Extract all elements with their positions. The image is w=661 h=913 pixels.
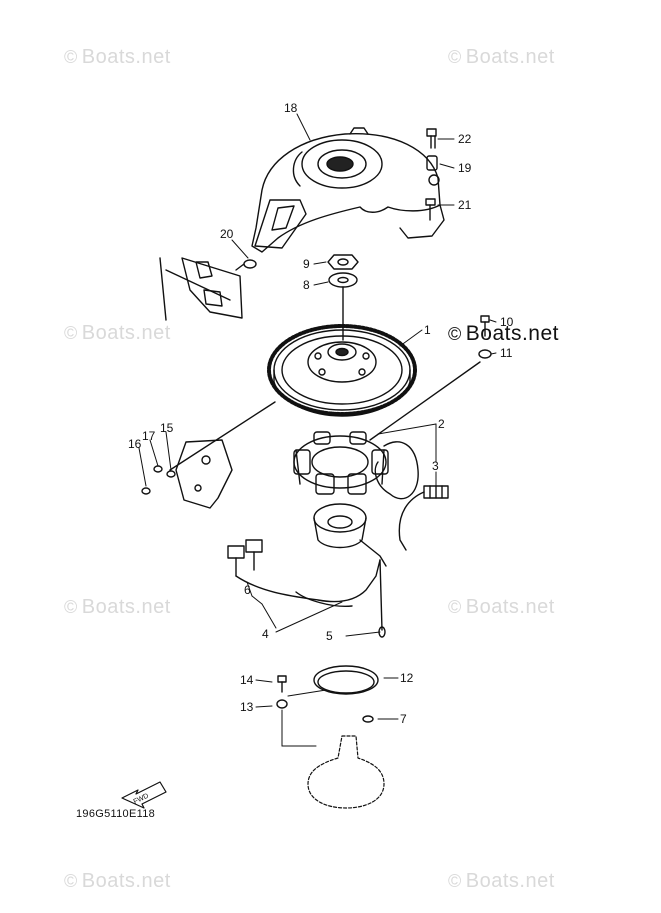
watermark: ©Boats.net [64, 870, 171, 893]
screw-20-part [235, 259, 257, 271]
callout-13: 13 [240, 700, 254, 714]
callout-2: 2 [438, 417, 445, 431]
watermark: ©Boats.net [64, 596, 171, 619]
watermark: ©Boats.net [448, 870, 555, 893]
copyright-symbol: © [64, 323, 78, 343]
bracket-part [159, 257, 243, 321]
callout-11: 11 [500, 346, 513, 360]
callout-10: 10 [500, 315, 514, 329]
watermark-text: Boats.net [465, 596, 555, 618]
callout-22: 22 [458, 132, 472, 146]
callout-17: 17 [142, 429, 156, 443]
callout-19: 19 [458, 161, 472, 175]
copyright-symbol: © [64, 871, 78, 891]
watermark-text: Boats.net [81, 870, 171, 892]
watermark: ©Boats.net [64, 46, 171, 69]
collar-19-part [426, 155, 438, 171]
watermark-text: Boats.net [465, 322, 559, 345]
watermark-dark: ©Boats.net [448, 322, 559, 346]
watermark-text: Boats.net [81, 46, 171, 68]
callout-14: 14 [240, 673, 254, 687]
callout-18: 18 [284, 101, 298, 115]
watermark: ©Boats.net [448, 46, 555, 69]
nut-9-part [327, 254, 359, 270]
callout-5: 5 [326, 629, 333, 643]
watermark-text: Boats.net [465, 46, 555, 68]
pulser-coil-part [313, 503, 387, 567]
crankshaft-part [307, 735, 385, 809]
copyright-symbol: © [448, 324, 462, 344]
callout-7: 7 [400, 712, 407, 726]
callout-labels: 18 22 19 21 20 9 8 1 10 11 2 3 16 17 15 … [128, 101, 514, 726]
small-parts-15-17-part [141, 465, 176, 495]
flywheel-cover-part [251, 127, 445, 253]
callout-6: 6 [244, 583, 251, 597]
callout-12: 12 [400, 671, 414, 685]
washer-13-part [276, 699, 288, 709]
screw-14-part [277, 675, 287, 693]
stator-coil-part [293, 431, 419, 500]
fwd-arrow-icon [121, 781, 167, 809]
key-7-part [362, 715, 374, 723]
flywheel-part [267, 324, 417, 417]
callout-4: 4 [262, 627, 269, 641]
callout-9: 9 [303, 257, 310, 271]
screw-10-part [480, 315, 490, 337]
fwd-label: FWD [133, 792, 150, 805]
callout-3: 3 [432, 459, 439, 473]
copyright-symbol: © [64, 597, 78, 617]
copyright-symbol: © [448, 47, 462, 67]
leader-lines [138, 113, 497, 747]
copyright-symbol: © [448, 871, 462, 891]
callout-21: 21 [458, 198, 472, 212]
callout-20: 20 [220, 227, 234, 241]
watermark-text: Boats.net [81, 596, 171, 618]
watermark-text: Boats.net [465, 870, 555, 892]
callout-16: 16 [128, 437, 142, 451]
washer-11-part [478, 349, 492, 359]
bolt-21-part [425, 198, 436, 221]
callout-1: 1 [424, 323, 431, 337]
wire-harness-part [227, 539, 386, 638]
washer-8-part [328, 272, 358, 288]
copyright-symbol: © [64, 47, 78, 67]
drawing-code: 196G5110E118 [76, 808, 156, 820]
watermark: ©Boats.net [448, 596, 555, 619]
callout-15: 15 [160, 421, 174, 435]
watermark: ©Boats.net [64, 322, 171, 345]
bolt-22-part [426, 128, 437, 149]
ring-12-part [313, 665, 379, 695]
callout-8: 8 [303, 278, 310, 292]
left-bracket-part [169, 401, 276, 509]
connector-3-part [398, 485, 449, 551]
watermark-text: Boats.net [81, 322, 171, 344]
copyright-symbol: © [448, 597, 462, 617]
